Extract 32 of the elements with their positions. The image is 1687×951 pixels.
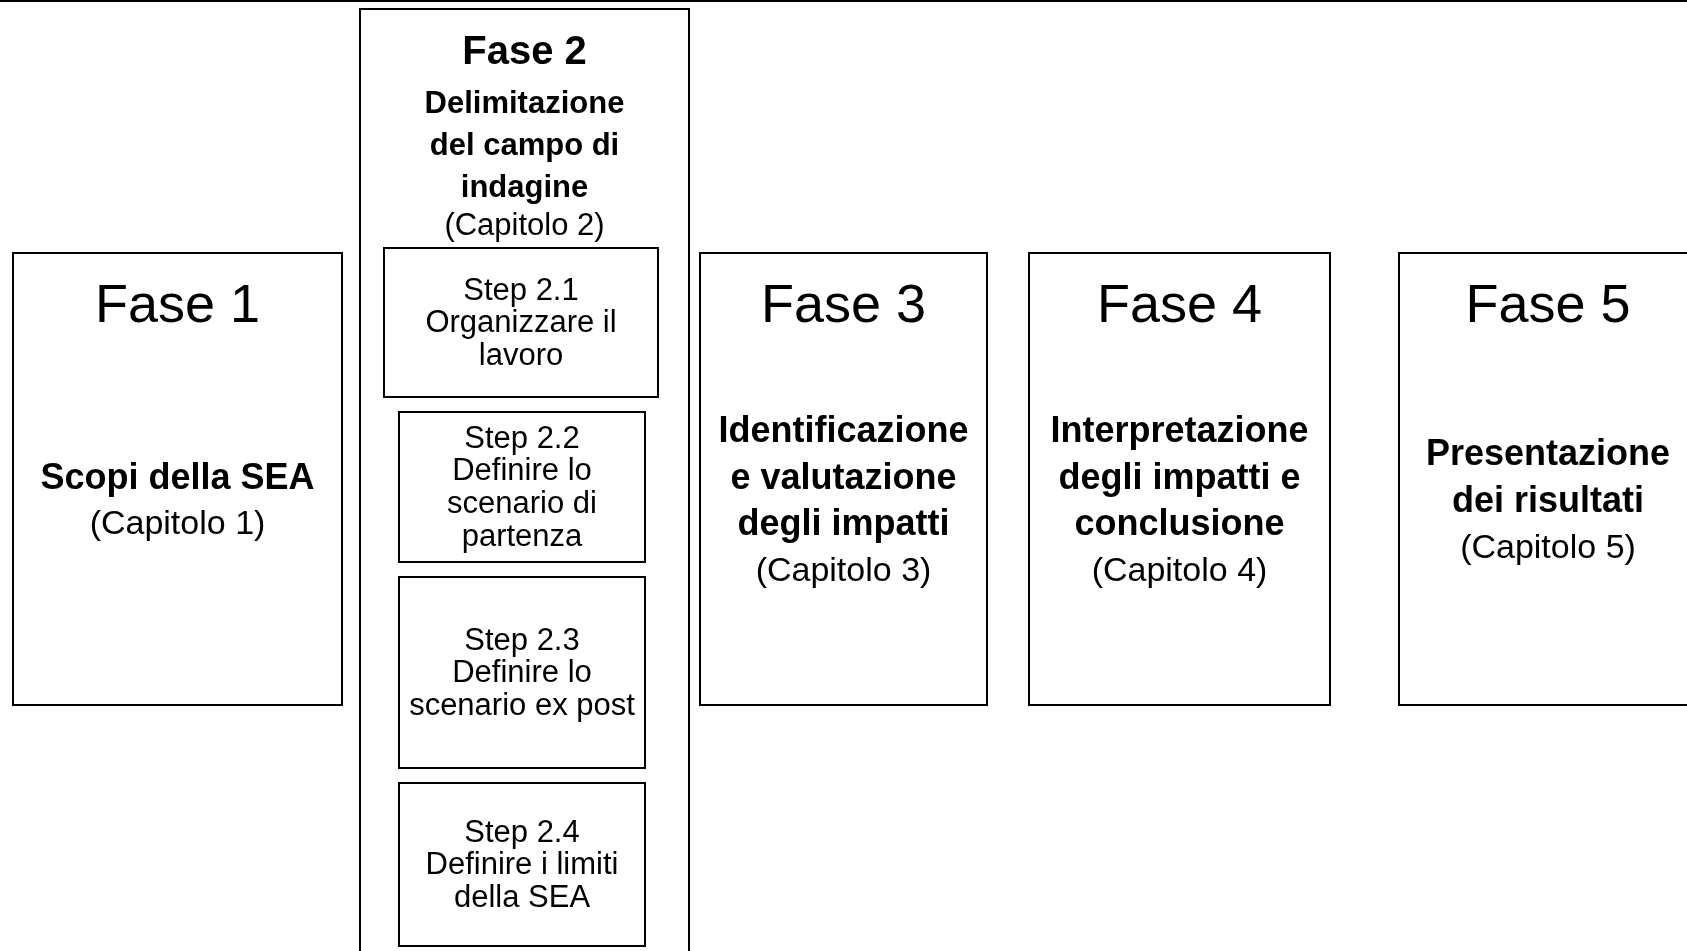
phase-title: Interpretazione degli impatti e conclusione <box>1049 407 1310 546</box>
step-number: Step 2.3 <box>463 623 581 657</box>
phase-heading: Fase 5 <box>1464 274 1632 334</box>
phase-heading: Fase 2 <box>461 27 588 74</box>
phase-box <box>359 8 690 951</box>
step-description: Definire lo scenario ex post <box>408 656 636 722</box>
step-box <box>398 576 646 769</box>
phase-title: Delimitazione del campo di indagine <box>423 84 626 206</box>
step-description: Organizzare il lavoro <box>424 306 618 372</box>
phase-heading: Fase 4 <box>1095 274 1264 334</box>
phase-title: Presentazione dei risultati <box>1424 431 1672 522</box>
phase-title: Identificazione e valutazione degli impatti <box>717 407 970 546</box>
step-box <box>398 782 646 947</box>
phase-box <box>1398 252 1687 706</box>
step-description: Definire lo scenario di partenza <box>446 454 598 553</box>
phase-heading: Fase 3 <box>759 274 928 334</box>
phase-title: Scopi della SEA <box>39 454 316 499</box>
chapter-reference: (Capitolo 5) <box>1459 525 1637 567</box>
step-number: Step 2.1 <box>462 273 580 307</box>
step-box <box>398 411 646 563</box>
phase-box <box>699 252 988 706</box>
phase-heading: Fase 1 <box>93 274 262 334</box>
step-number: Step 2.4 <box>463 815 581 849</box>
chapter-reference: (Capitolo 4) <box>1090 549 1269 591</box>
phase-box <box>1028 252 1331 706</box>
chapter-reference: (Capitolo 3) <box>754 549 933 591</box>
step-description: Definire i limiti della SEA <box>424 848 620 914</box>
step-number: Step 2.2 <box>463 421 581 455</box>
chapter-reference: (Capitolo 2) <box>443 206 606 244</box>
chapter-reference: (Capitolo 1) <box>88 502 267 544</box>
step-box <box>383 247 659 398</box>
phase-box <box>12 252 343 706</box>
